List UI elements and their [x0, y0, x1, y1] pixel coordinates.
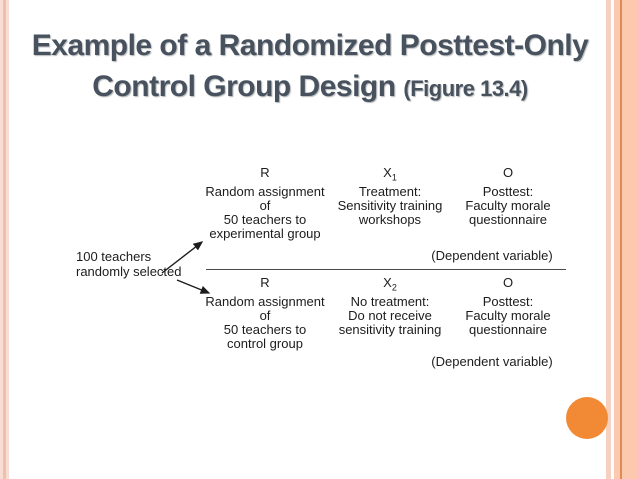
arrow-to-control-group-icon: [176, 279, 211, 294]
left-border-stripe-line: [3, 0, 6, 479]
experimental-assignment-column: R Random assignment of 50 teachers to ex…: [205, 166, 324, 241]
right-border-peach-band: [622, 0, 638, 479]
posttest-line: Faculty morale: [465, 197, 551, 213]
control-posttest-column: O Posttest: Faculty morale questionnaire: [465, 276, 550, 337]
assignment-line: 50 teachers to: [223, 321, 307, 337]
right-border-accent-line: [620, 0, 622, 479]
title-line-1: Example of a Randomized Posttest-Only: [31, 29, 589, 62]
posttest-line: questionnaire: [468, 321, 548, 337]
title-line-2-main: Control Group Design: [92, 70, 404, 103]
posttest-line: questionnaire: [468, 211, 548, 227]
assignment-line: control group: [227, 335, 303, 351]
treatment-line: Treatment:: [358, 183, 422, 199]
posttest-line: Posttest:: [482, 183, 534, 199]
assignment-line: Random assignment: [205, 183, 325, 199]
treatment-line: Sensitivity training: [337, 197, 443, 213]
dependent-variable-note: (Dependent variable): [431, 248, 553, 263]
control-treatment-column: X2 No treatment: Do not receive sensitiv…: [339, 276, 442, 337]
assignment-line: of: [259, 307, 271, 323]
experimental-posttest-column: O Posttest: Faculty morale questionnaire: [465, 166, 550, 227]
left-border-stripe: [6, 0, 9, 479]
treatment-line: sensitivity training: [338, 321, 442, 337]
sample-label-line-1: 100 teachers: [76, 249, 152, 264]
experimental-treatment-column: X1 Treatment: Sensitivity training works…: [338, 166, 443, 227]
treatment-line: No treatment:: [350, 293, 430, 309]
posttest-line: Posttest:: [482, 293, 534, 309]
title-line-2: Control Group Design (Figure 13.4): [12, 67, 608, 109]
right-border-peach-stripe: [614, 0, 620, 479]
row-divider-line: [206, 269, 566, 270]
treatment-line: Do not receive: [348, 307, 432, 323]
dependent-variable-note: (Dependent variable): [431, 354, 553, 369]
symbol-x1: X1: [383, 165, 397, 183]
assignment-line: 50 teachers to: [223, 211, 307, 227]
decorative-orange-circle: [566, 397, 608, 439]
assignment-line: of: [259, 197, 271, 213]
right-border-gap: [611, 0, 614, 479]
right-border-pink-stripe: [606, 0, 611, 479]
symbol-x2: X2: [383, 275, 397, 293]
sample-label: 100 teachers randomly selected: [76, 249, 182, 279]
control-assignment-column: R Random assignment of 50 teachers to co…: [205, 276, 324, 351]
treatment-line: workshops: [358, 211, 422, 227]
slide-title: Example of a Randomized Posttest-Only Co…: [12, 24, 608, 109]
symbol-r: R: [260, 165, 270, 180]
symbol-o: O: [502, 275, 514, 290]
assignment-line: experimental group: [209, 225, 321, 241]
sample-label-line-2: randomly selected: [76, 264, 182, 279]
symbol-r: R: [260, 275, 270, 290]
assignment-line: Random assignment: [205, 293, 325, 309]
left-border-stripe: [0, 0, 3, 479]
posttest-line: Faculty morale: [465, 307, 551, 323]
title-figure-reference: (Figure 13.4): [403, 76, 528, 101]
symbol-o: O: [502, 165, 514, 180]
